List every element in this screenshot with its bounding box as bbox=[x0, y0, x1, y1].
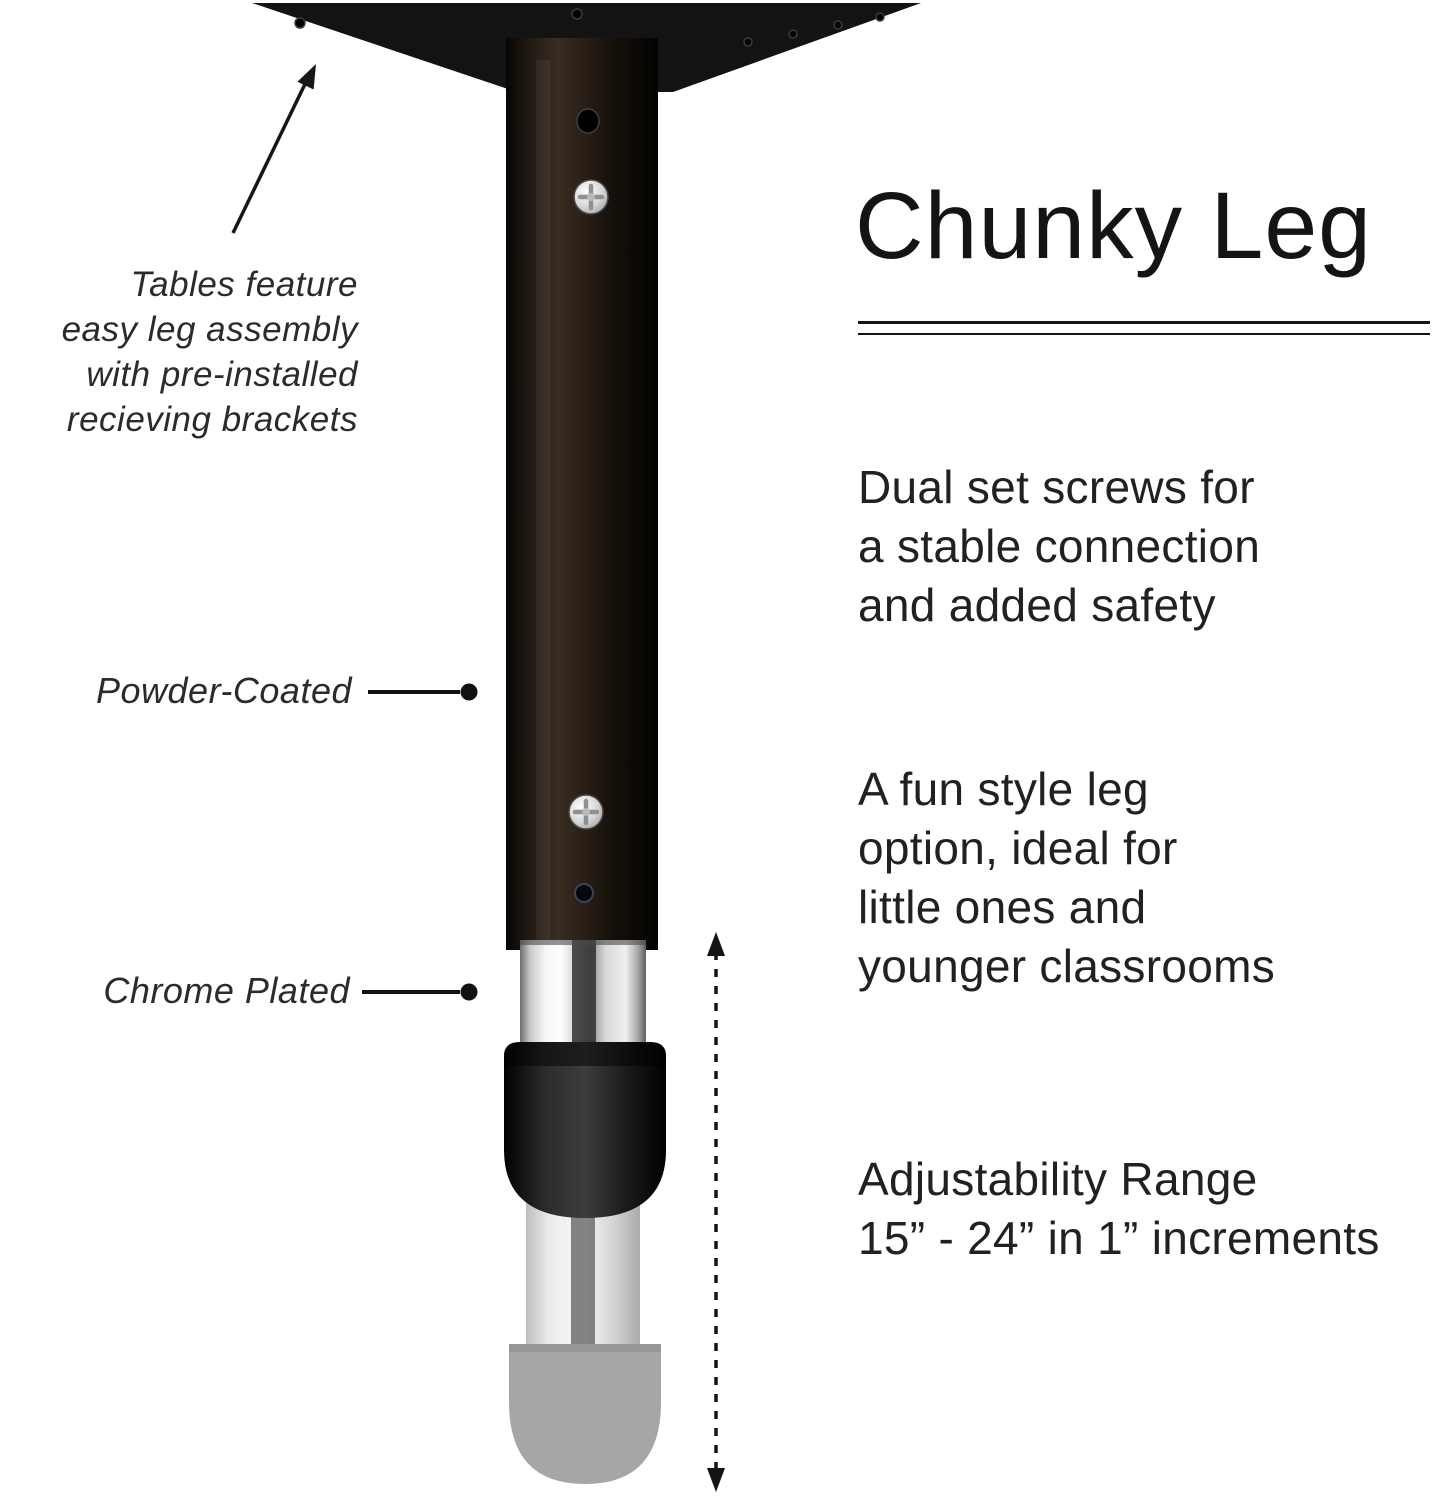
feature-adjustability-range: Adjustability Range 15” - 24” in 1” incr… bbox=[858, 1153, 1380, 1264]
arrowhead-up bbox=[707, 932, 725, 956]
adjustment-hole-top bbox=[576, 108, 600, 134]
powder-coated-label: Powder-Coated bbox=[96, 670, 352, 711]
title-underline bbox=[858, 321, 1430, 335]
inner-rod bbox=[572, 940, 596, 1054]
ghost-inner-rod bbox=[571, 1200, 595, 1352]
plate-hole bbox=[788, 29, 798, 39]
pointer-dot bbox=[460, 983, 478, 1001]
plate-hole bbox=[833, 20, 843, 30]
set-screw-lower bbox=[568, 794, 604, 830]
plate-hole bbox=[875, 12, 885, 22]
ghost-extension bbox=[509, 1200, 661, 1484]
chrome-plated-label: Chrome Plated bbox=[103, 970, 350, 1011]
plate-hole bbox=[571, 8, 583, 20]
product-title: Chunky Leg bbox=[855, 173, 1373, 279]
pointer-dot bbox=[460, 683, 478, 701]
leg-shaft bbox=[506, 38, 658, 950]
arrowhead-down bbox=[707, 1468, 725, 1492]
feature-dual-set-screws: Dual set screws for a stable connection … bbox=[858, 461, 1261, 631]
assembly-arrow bbox=[231, 64, 316, 234]
adjustment-hole-lower bbox=[574, 883, 594, 903]
adjuster-collar bbox=[504, 1042, 666, 1218]
chrome-section bbox=[520, 940, 646, 1054]
feature-fun-style: A fun style leg option, ideal for little… bbox=[858, 763, 1276, 992]
adjustability-arrow bbox=[707, 932, 725, 1492]
powder-coated-pointer bbox=[368, 683, 478, 701]
plate-hole bbox=[294, 17, 306, 29]
ghost-foot-cap bbox=[509, 1344, 661, 1484]
arrowhead bbox=[297, 64, 316, 90]
plate-hole bbox=[743, 37, 753, 47]
set-screw-upper bbox=[573, 179, 609, 215]
assembly-note: Tables feature easy leg assembly with pr… bbox=[61, 265, 358, 439]
chrome-plated-pointer bbox=[362, 983, 478, 1001]
